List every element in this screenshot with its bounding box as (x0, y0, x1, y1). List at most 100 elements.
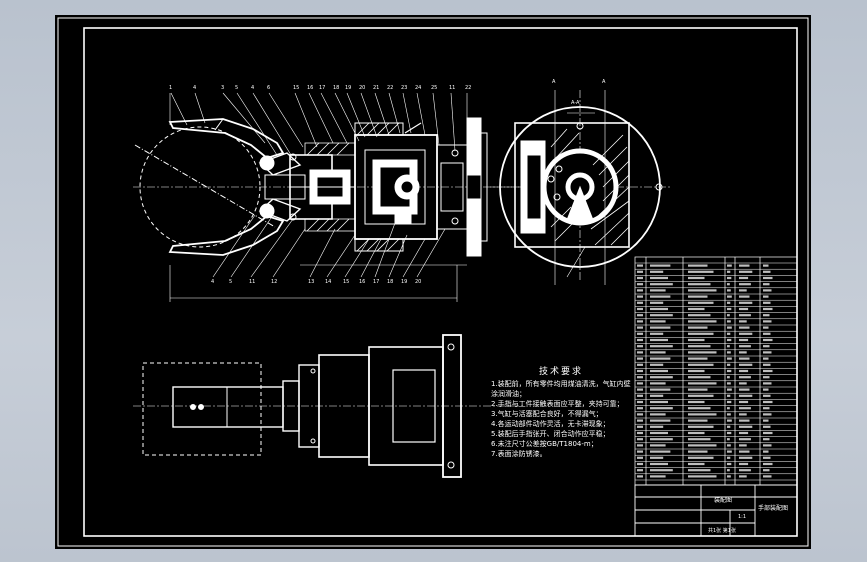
part-balloon-label: 25 (431, 85, 438, 91)
part-balloon-label: 4 (211, 279, 215, 285)
parts-list-cell-mark (727, 475, 731, 478)
parts-list-cell-mark (637, 283, 643, 286)
part-balloon-label: 15 (293, 85, 300, 91)
front-section-view (133, 92, 550, 302)
parts-list-cell-mark (650, 382, 666, 385)
parts-list-cell-mark (763, 283, 770, 286)
parts-list-cell-mark (650, 475, 666, 478)
parts-list-cell-mark (739, 456, 753, 459)
parts-list-cell-mark (650, 264, 671, 267)
parts-list-cell-mark (650, 320, 666, 323)
parts-list-cell-mark (739, 270, 753, 273)
parts-list-cell-mark (739, 332, 753, 335)
parts-list-cell-mark (637, 351, 643, 354)
part-balloon-label: 12 (271, 279, 278, 285)
requirement-line: 2.手指与工件接触表面应平整，夹持可靠； (491, 400, 624, 408)
parts-list-cell-mark (727, 431, 732, 435)
part-balloon-label: 19 (401, 279, 408, 285)
parts-list-cell-mark (688, 407, 711, 410)
parts-list-cell-mark (637, 270, 643, 273)
parts-list-cell-mark (739, 438, 751, 441)
parts-list-cell-mark (688, 301, 714, 304)
part-balloon-label: 5 (229, 279, 233, 285)
parts-list-cell-mark (763, 438, 770, 441)
parts-list-cell-mark (727, 332, 731, 335)
part-balloon-label: 4 (251, 85, 255, 91)
parts-list-cell-mark (650, 369, 668, 373)
parts-list-cell-mark (727, 376, 730, 379)
parts-list-cell-mark (739, 469, 751, 472)
parts-list-cell-mark (739, 369, 749, 373)
parts-list-cell-mark (637, 388, 643, 391)
parts-list-cell-mark (727, 444, 731, 447)
parts-list-cell-mark (650, 413, 666, 416)
parts-list-cell-mark (650, 307, 668, 311)
requirement-line: 6.未注尺寸公差按GB/T1804-m； (491, 440, 598, 448)
parts-list-cell-mark (688, 314, 711, 317)
parts-list-cell-mark (763, 425, 771, 428)
parts-list-cell-mark (763, 382, 772, 385)
parts-list-cell-mark (650, 276, 668, 280)
technical-requirements-title: 技术要求 (539, 367, 584, 377)
part-balloon-label: 18 (333, 85, 340, 91)
parts-list-cell-mark (688, 413, 717, 416)
part-balloon-label: 11 (249, 279, 256, 285)
parts-list-cell-mark (763, 388, 769, 391)
parts-list-cell-mark (650, 314, 673, 317)
side-section-view (490, 90, 670, 285)
parts-list-cell-mark (650, 326, 671, 329)
parts-list-cell-mark (637, 264, 643, 267)
parts-list-cell-mark (688, 351, 717, 354)
parts-list-cell-mark (763, 450, 769, 453)
part-balloon-label: 1 (169, 85, 173, 91)
parts-list-cell-mark (727, 456, 731, 459)
parts-list-cell-mark (727, 345, 730, 348)
parts-list-cell-mark (739, 431, 749, 435)
parts-list-cell-mark (688, 394, 714, 397)
part-balloon-label: 6 (267, 85, 271, 91)
parts-list-cell-mark (688, 295, 708, 298)
parts-list-cell-mark (650, 351, 666, 354)
parts-list-cell-mark (739, 289, 747, 292)
top-view (133, 334, 525, 478)
part-balloon-label: 5 (235, 85, 239, 91)
scale-value: 1:1 (738, 514, 747, 520)
parts-list-cell-mark (650, 388, 671, 391)
parts-list-cell-mark (637, 320, 643, 323)
parts-list-cell-mark (763, 270, 771, 273)
parts-list-cell-mark (637, 413, 643, 416)
cad-drawing (57, 17, 809, 547)
parts-list-cell-mark (650, 283, 673, 286)
parts-list-cell-mark (650, 456, 664, 459)
parts-list-cell-mark (650, 438, 673, 441)
parts-list-cell-mark (688, 345, 711, 348)
parts-list-cell-mark (688, 289, 717, 292)
parts-list-cell-mark (727, 326, 732, 329)
parts-list-cell-mark (739, 462, 749, 466)
parts-list-cell-mark (763, 345, 770, 348)
parts-list-cell-mark (650, 345, 673, 348)
parts-list-cell-mark (763, 376, 770, 379)
parts-list-cell-mark (688, 369, 705, 373)
part-balloon-label: 18 (387, 279, 394, 285)
parts-list-cell-mark (688, 450, 708, 453)
parts-list-cell-mark (727, 407, 730, 410)
parts-list-cell-mark (688, 431, 705, 435)
parts-list-cell-mark (739, 307, 749, 311)
parts-list-cell-mark (739, 314, 751, 317)
parts-list-cell-mark (763, 369, 773, 373)
parts-list-cell-mark (763, 276, 773, 280)
parts-list-cell-mark (650, 425, 664, 428)
parts-list-cell-mark (727, 469, 730, 472)
parts-list-cell-mark (763, 462, 773, 466)
parts-list-cell-mark (763, 314, 770, 317)
parts-list-cell-mark (763, 332, 771, 335)
parts-list-cell-mark (637, 295, 643, 298)
part-balloon-label: 15 (343, 279, 350, 285)
parts-list-cell-mark (739, 376, 751, 379)
section-label: A (552, 79, 556, 85)
drawing-sheet: 技术要求 1.装配前，所有零件均用煤油清洗，气缸内壁 涂润滑油； 2.手指与工件… (55, 15, 811, 549)
parts-list-cell-mark (637, 469, 643, 472)
parts-list-cell-mark (727, 264, 732, 267)
parts-list-cell-mark (637, 345, 643, 348)
